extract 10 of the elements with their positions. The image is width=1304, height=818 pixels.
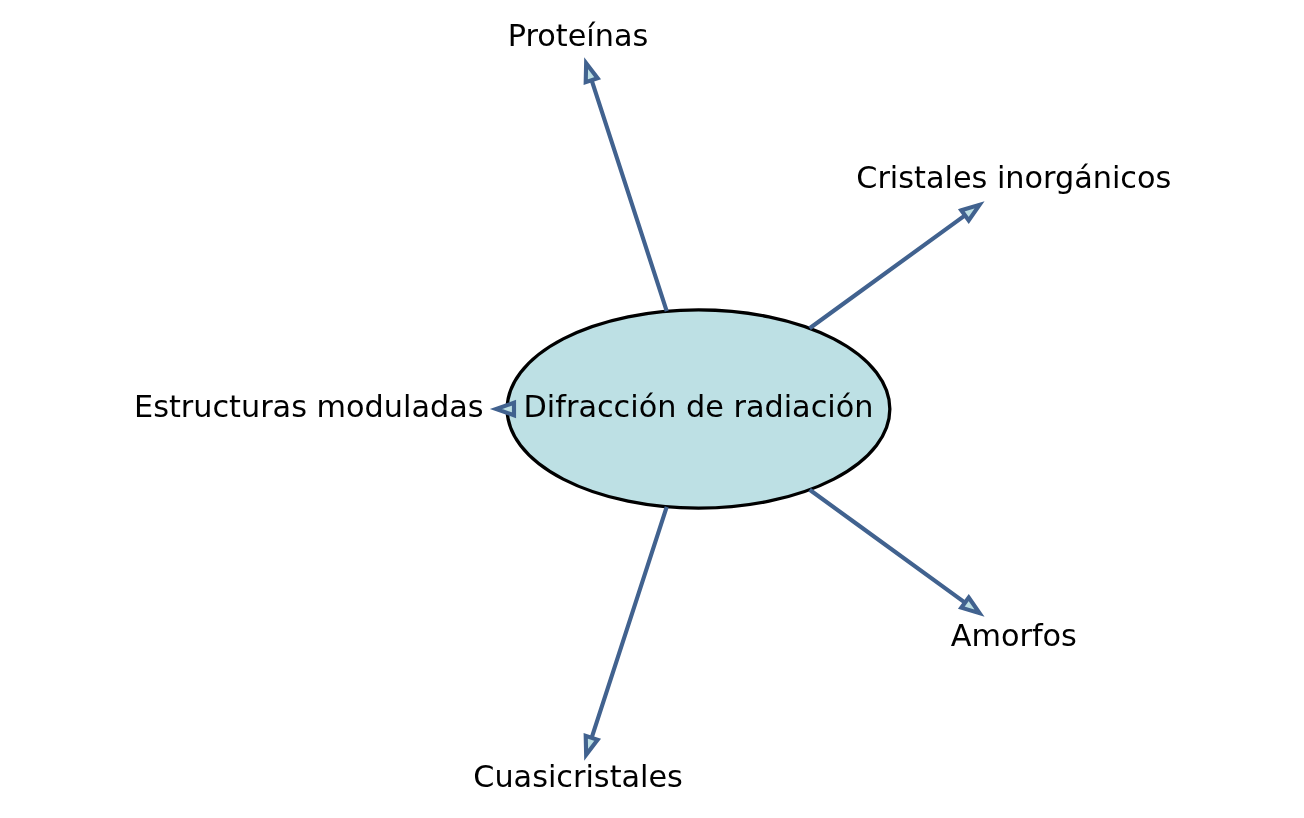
arrow [808, 201, 985, 330]
node-text: Amorfos [950, 617, 1077, 653]
arrow [808, 488, 985, 617]
node-text: Cuasicristales [473, 759, 683, 795]
arrow [489, 399, 517, 419]
arrow [583, 506, 669, 761]
node-text: Proteínas [507, 18, 649, 54]
node-text: Cristales inorgánicos [856, 159, 1172, 195]
node-text: Estructuras moduladas [134, 388, 484, 424]
arrow [583, 57, 669, 312]
